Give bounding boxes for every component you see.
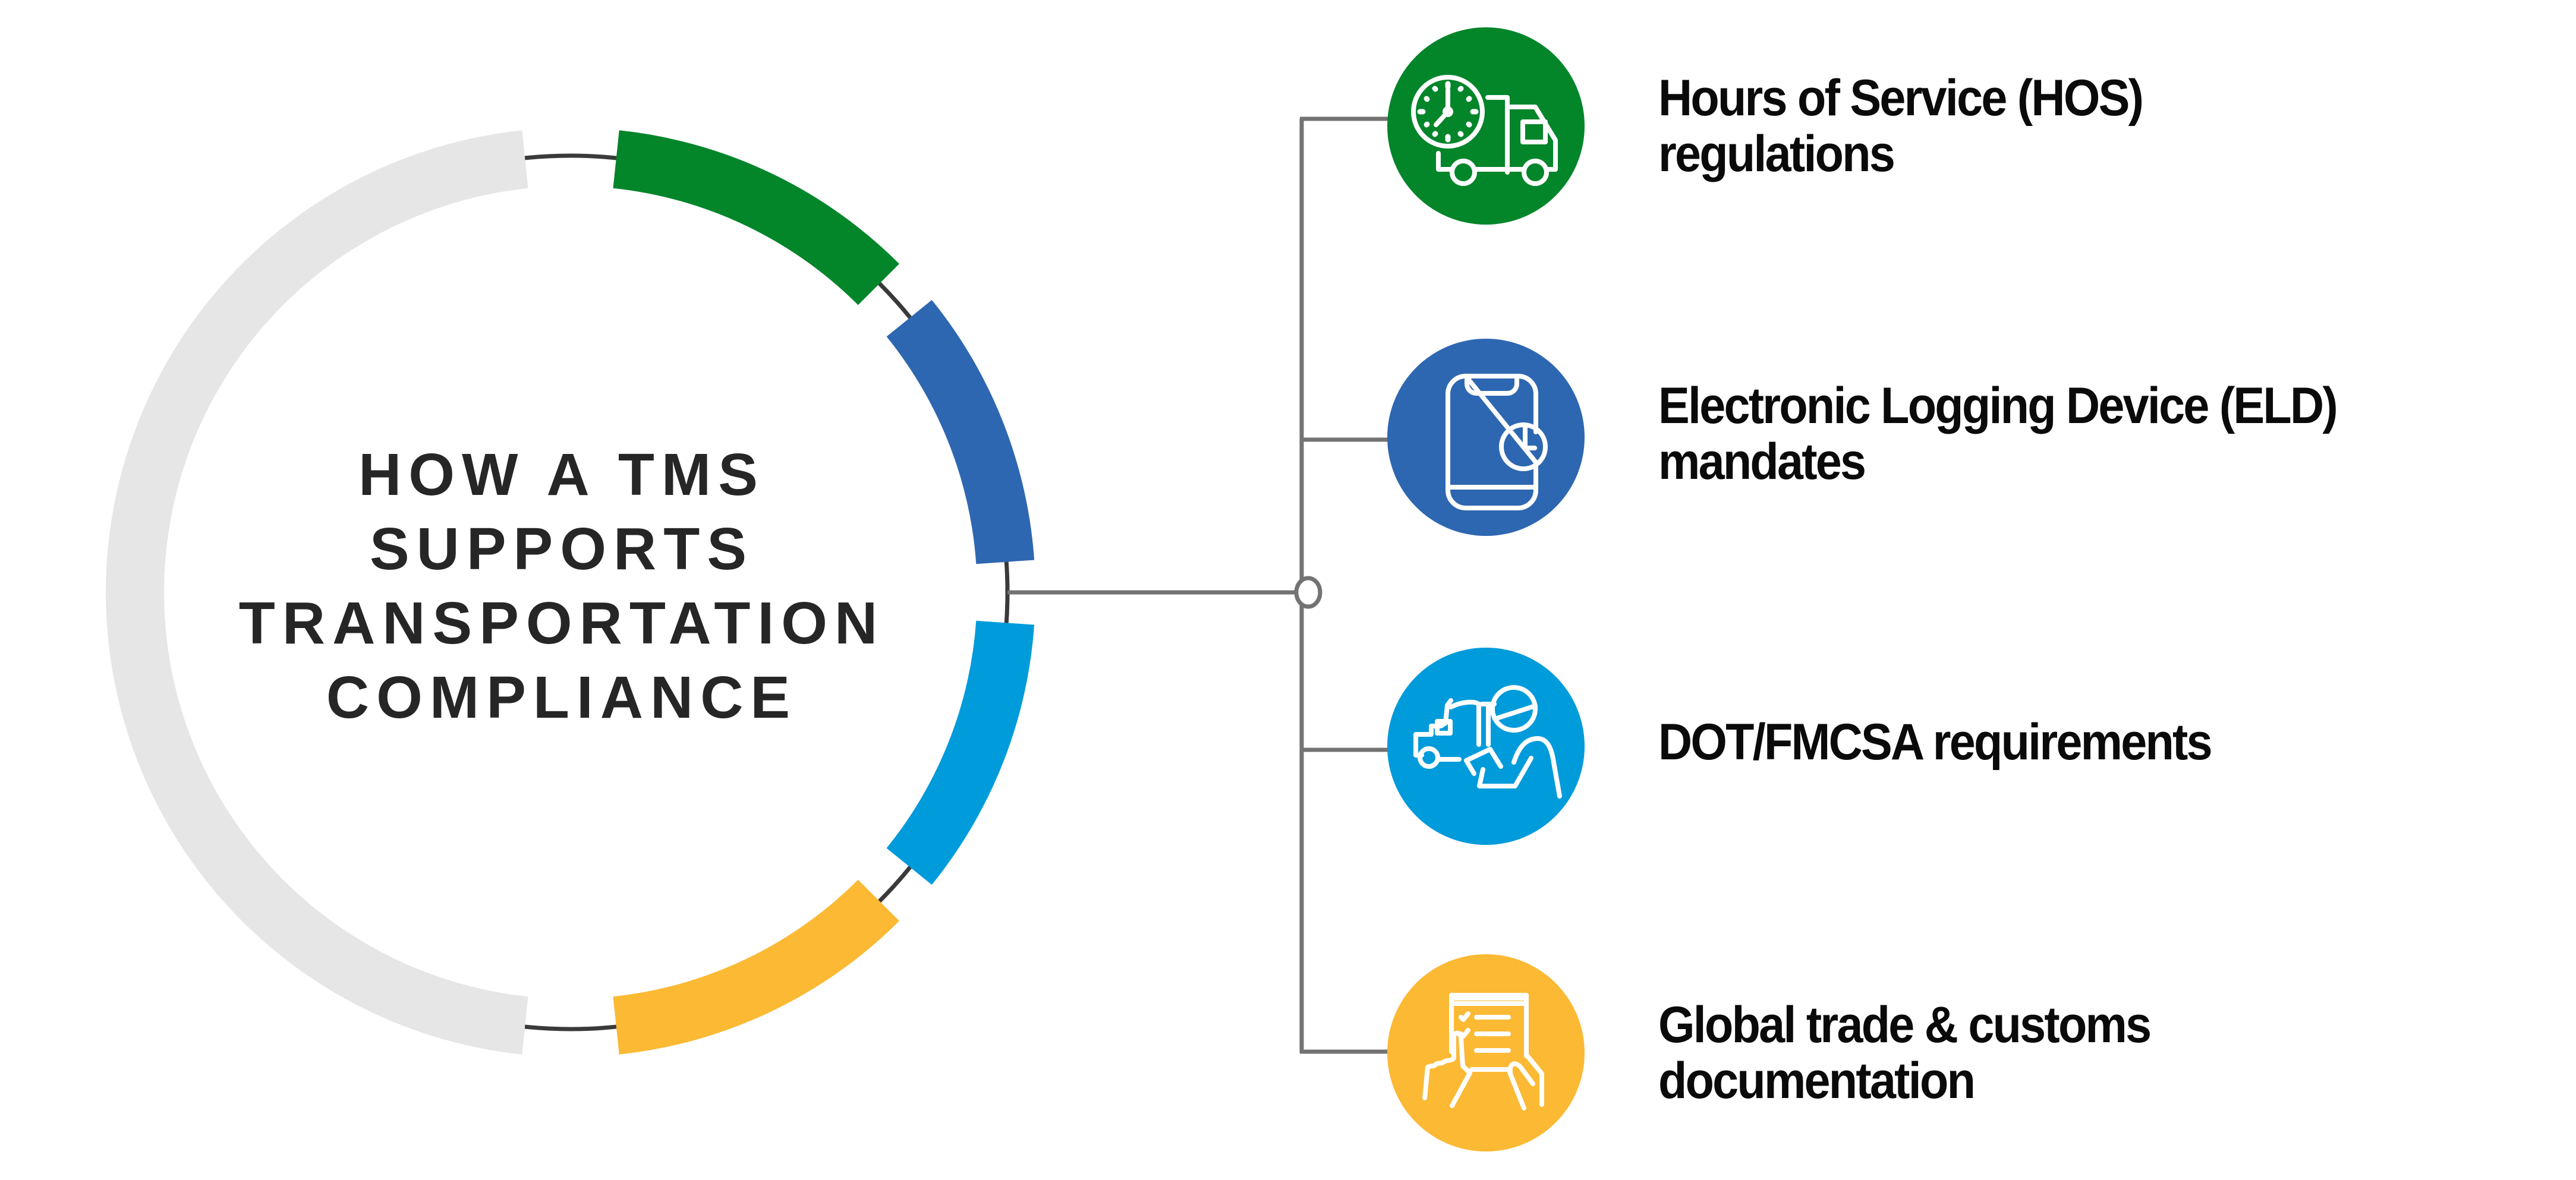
ring-segments xyxy=(106,130,1035,1055)
item-label-line: Global trade & customs xyxy=(1658,996,2152,1053)
item-label-line: mandates xyxy=(1658,433,1866,490)
truck-clock-icon xyxy=(1411,75,1558,186)
item-label-eld: Electronic Logging Device (ELD) mandates xyxy=(1658,377,2338,490)
connector-lines xyxy=(1007,116,1394,1054)
item-label-line: Electronic Logging Device (ELD) xyxy=(1658,377,2338,434)
title-line-4: COMPLIANCE xyxy=(326,664,797,731)
ring-segment-eld xyxy=(886,299,1035,564)
ring-segment-customs xyxy=(613,879,899,1055)
diagram-title: HOW A TMS SUPPORTS TRANSPORTATION COMPLI… xyxy=(239,441,884,731)
junction-node xyxy=(1294,576,1322,609)
icon-badge-hos xyxy=(1387,27,1585,225)
item-label-hos: Hours of Service (HOS) regulations xyxy=(1658,70,2144,182)
item-label-line: regulations xyxy=(1658,125,1895,182)
item-label-line: documentation xyxy=(1658,1052,1976,1109)
item-label-customs: Global trade & customs documentation xyxy=(1658,996,2152,1109)
inspector-truck-icon xyxy=(1413,685,1562,799)
phone-clock-icon xyxy=(1446,374,1548,510)
icon-badge-customs xyxy=(1387,954,1585,1151)
icon-badge-dot xyxy=(1387,648,1585,845)
item-label-line: Hours of Service (HOS) xyxy=(1658,70,2144,127)
title-line-3: TRANSPORTATION xyxy=(239,590,884,657)
item-label-dot: DOT/FMCSA requirements xyxy=(1658,714,2213,771)
item-label-line: DOT/FMCSA requirements xyxy=(1658,714,2213,771)
checklist-tablet-icon xyxy=(1422,993,1544,1110)
icon-badge-eld xyxy=(1387,339,1585,536)
title-line-1: HOW A TMS xyxy=(358,441,765,508)
ring-segment-hos xyxy=(613,130,899,305)
ring-segment-dot xyxy=(886,620,1035,885)
ring-segment-background xyxy=(106,130,528,1055)
title-line-2: SUPPORTS xyxy=(370,516,754,582)
